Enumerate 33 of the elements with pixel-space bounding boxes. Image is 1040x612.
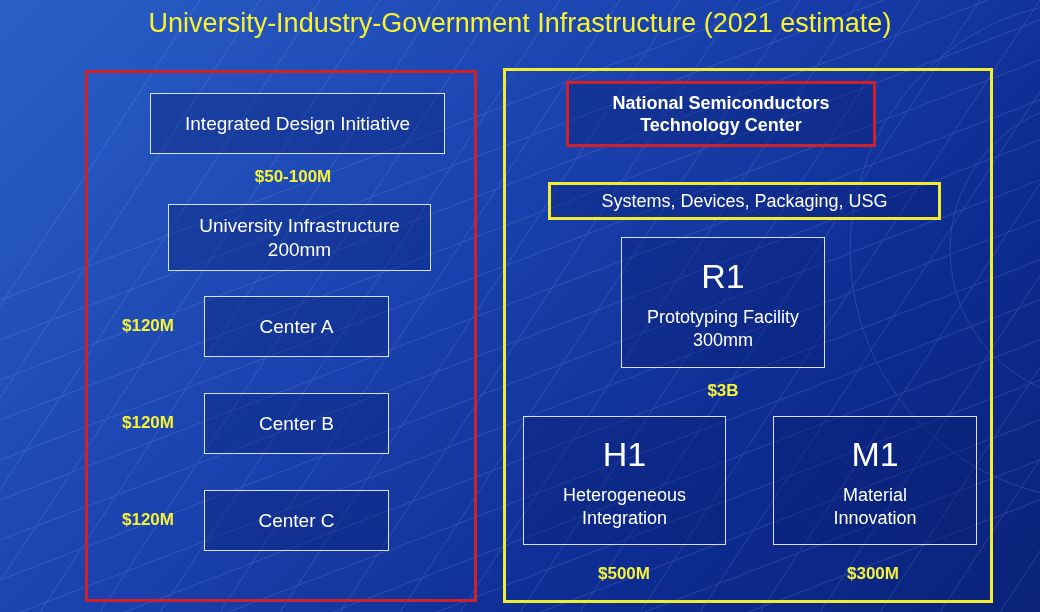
label-box	[204, 490, 389, 551]
cost-label: $120M	[121, 316, 175, 336]
label-box	[566, 81, 876, 147]
node-code: H1	[602, 433, 647, 475]
node-label: Prototyping Facility 300mm	[645, 306, 801, 352]
node-label: Center A	[259, 314, 334, 339]
node-label: Center C	[258, 508, 335, 533]
box-frame	[85, 70, 477, 602]
node-label: University Infrastructure 200mm	[198, 213, 401, 262]
label-box	[548, 182, 941, 220]
box-frame	[503, 68, 993, 603]
node-code: R1	[701, 255, 745, 297]
label-box	[773, 416, 977, 545]
label-box	[523, 416, 726, 545]
cost-label: $500M	[597, 564, 651, 584]
node-label: Systems, Devices, Packaging, USG	[601, 189, 888, 213]
label-box	[621, 237, 825, 368]
node-label: Material Innovation	[832, 484, 918, 530]
cost-label: $120M	[121, 510, 175, 530]
cost-label: $300M	[846, 564, 900, 584]
cost-label: $120M	[121, 413, 175, 433]
label-box	[204, 296, 389, 357]
node-code: M1	[851, 433, 899, 475]
cost-label: $50-100M	[253, 167, 333, 187]
label-box	[204, 393, 389, 454]
cost-label: $3B	[706, 381, 740, 401]
title: University-Industry-Government Infrastructure (2021 estimate)	[147, 8, 893, 39]
label-box	[150, 93, 445, 154]
node-label: Integrated Design Initiative	[185, 111, 410, 136]
node-label: National Semiconductors Technology Center	[611, 91, 831, 137]
label-box	[168, 204, 431, 271]
node-label: Heterogeneous Integration	[561, 484, 688, 530]
node-label: Center B	[259, 411, 334, 436]
